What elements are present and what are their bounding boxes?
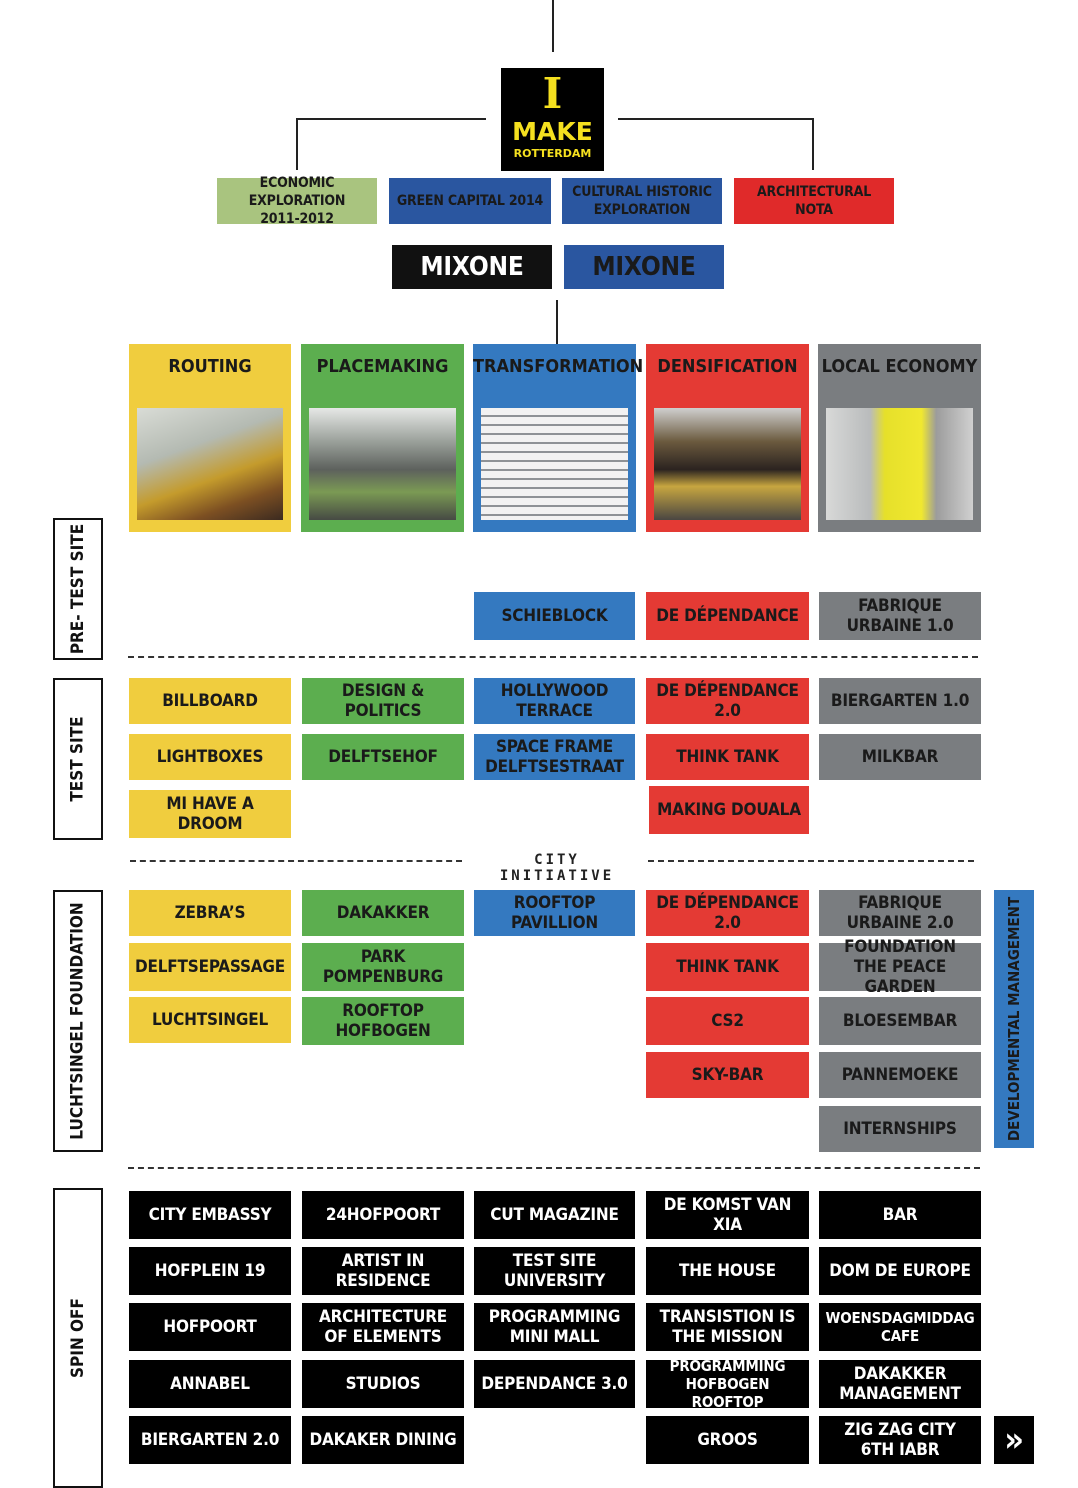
theme-densification: DENSIFICATION <box>646 344 809 532</box>
mixone-blue: MIXONE <box>564 245 724 289</box>
item-de-dependance: DE DÉPENDANCE <box>646 592 809 640</box>
spin-dakakker-management: DAKAKKER MANAGEMENT <box>819 1360 981 1408</box>
routing-photo <box>137 408 283 520</box>
theme-routing: ROUTING <box>129 344 291 532</box>
item-rooftop-pavillion: ROOFTOP PAVILLION <box>474 890 635 936</box>
logo-rotterdam: ROTTERDAM <box>513 147 592 160</box>
spin-programming-hofbogen-rooftop: PROGRAMMING HOFBOGEN ROOFTOP <box>646 1357 809 1411</box>
item-pannemoeke: PANNEMOEKE <box>819 1052 981 1098</box>
item-billboard: BILLBOARD <box>129 678 291 724</box>
item-rooftop-hofbogen: ROOFTOP HOFBOGEN <box>302 997 464 1045</box>
divider-pre-test <box>128 656 978 658</box>
spin-zig-zag-city: ZIG ZAG CITY 6TH IABR <box>819 1416 981 1464</box>
item-sky-bar: SKY-BAR <box>646 1052 809 1098</box>
item-internships: INTERNSHIPS <box>819 1106 981 1152</box>
logo-make: MAKE <box>512 117 593 146</box>
divider-city-left <box>130 860 462 862</box>
placemaking-photo <box>309 408 456 520</box>
city-initiative-label: CITY INITIATIVE <box>499 852 615 884</box>
i-make-rotterdam-logo: I MAKE ROTTERDAM <box>501 68 604 171</box>
item-space-frame: SPACE FRAME DELFTSESTRAAT <box>474 734 635 780</box>
source-economic-exploration: ECONOMIC EXPLORATION 2011-2012 <box>217 175 377 227</box>
spin-hofplein-19: HOFPLEIN 19 <box>129 1247 291 1295</box>
spin-transistion-is-the-mission: TRANSISTION IS THE MISSION <box>646 1303 809 1351</box>
spin-studios: STUDIOS <box>302 1360 464 1408</box>
spin-architecture-of-elements: ARCHITECTURE OF ELEMENTS <box>302 1303 464 1351</box>
next-arrow-icon[interactable]: » <box>994 1416 1034 1464</box>
spin-programming-mini-mall: PROGRAMMING MINI MALL <box>474 1303 635 1351</box>
item-think-tank-foundation: THINK TANK <box>646 943 809 991</box>
spin-groos: GROOS <box>646 1416 809 1464</box>
logo-i: I <box>542 69 563 118</box>
item-dakakker: DAKAKKER <box>302 890 464 936</box>
densification-photo <box>654 408 801 520</box>
item-making-douala: MAKING DOUALA <box>649 786 809 834</box>
spin-dependance-3: DEPENDANCE 3.0 <box>474 1360 635 1408</box>
mixone-connector-line <box>556 300 558 344</box>
phase-pre-test-site: PRE- TEST SITE <box>53 518 103 660</box>
mixone-black: MIXONE <box>392 245 552 289</box>
spin-test-site-university: TEST SITE UNIVERSITY <box>474 1247 635 1295</box>
spin-biergarten-2: BIERGARTEN 2.0 <box>129 1416 291 1464</box>
left-branch-v <box>296 118 298 170</box>
item-de-dependance-2-test: DE DÉPENDANCE 2.0 <box>646 678 809 724</box>
theme-placemaking: PLACEMAKING <box>301 344 464 532</box>
phase-test-site: TEST SITE <box>53 678 103 840</box>
item-schieblock: SCHIEBLOCK <box>474 592 635 640</box>
item-luchtsingel: LUCHTSINGEL <box>129 997 291 1043</box>
item-cs2: CS2 <box>646 997 809 1045</box>
spin-cut-magazine: CUT MAGAZINE <box>474 1191 635 1239</box>
item-milkbar: MILKBAR <box>819 734 981 780</box>
item-lightboxes: LIGHTBOXES <box>129 734 291 780</box>
item-foundation-peace-garden: FOUNDATION THE PEACE GARDEN <box>819 937 981 997</box>
spin-annabel: ANNABEL <box>129 1360 291 1408</box>
source-green-capital: GREEN CAPITAL 2014 <box>389 178 551 224</box>
right-branch-v <box>812 118 814 170</box>
spin-24hofpoort: 24HOFPOORT <box>302 1191 464 1239</box>
top-connector-line <box>552 0 554 52</box>
developmental-management-bar: DEVELOPMENTAL MANAGEMENT <box>994 890 1034 1148</box>
spin-artist-in-residence: ARTIST IN RESIDENCE <box>302 1247 464 1295</box>
spin-dakaker-dining: DAKAKER DINING <box>302 1416 464 1464</box>
divider-city-right <box>648 860 974 862</box>
transformation-photo <box>481 408 628 520</box>
left-branch-h <box>296 118 486 120</box>
item-fabrique-urbaine-2: FABRIQUE URBAINE 2.0 <box>819 890 981 936</box>
item-design-politics: DESIGN & POLITICS <box>302 678 464 724</box>
source-architectural-nota: ARCHITECTURAL NOTA <box>734 178 894 224</box>
spin-bar: BAR <box>819 1191 981 1239</box>
item-fabrique-urbaine-1: FABRIQUE URBAINE 1.0 <box>819 592 981 640</box>
item-delftsepassage: DELFTSEPASSAGE <box>129 943 291 991</box>
phase-spin-off: SPIN OFF <box>53 1188 103 1488</box>
item-think-tank-test: THINK TANK <box>646 734 809 780</box>
spin-hofpoort: HOFPOORT <box>129 1303 291 1351</box>
spin-city-embassy: CITY EMBASSY <box>129 1191 291 1239</box>
spin-the-house: THE HOUSE <box>646 1247 809 1295</box>
theme-transformation: TRANSFORMATION <box>473 344 643 532</box>
item-hollywood-terrace: HOLLYWOOD TERRACE <box>474 678 635 724</box>
theme-local-economy: LOCAL ECONOMY <box>818 344 981 532</box>
item-de-dependance-2-foundation: DE DÉPENDANCE 2.0 <box>646 890 809 936</box>
spin-dom-de-europe: DOM DE EUROPE <box>819 1247 981 1295</box>
local-economy-photo <box>826 408 973 520</box>
spin-woensdagmiddag-cafe: WOENSDAGMIDDAG CAFE <box>819 1303 981 1351</box>
phase-luchtsingel-foundation: LUCHTSINGEL FOUNDATION <box>53 890 103 1152</box>
item-zebras: ZEBRA’S <box>129 890 291 936</box>
item-delftsehof: DELFTSEHOF <box>302 734 464 780</box>
item-mi-have-a-droom: MI HAVE A DROOM <box>129 790 291 838</box>
item-biergarten-1: BIERGARTEN 1.0 <box>819 678 981 724</box>
item-park-pompenburg: PARK POMPENBURG <box>302 943 464 991</box>
source-cultural-historic: CULTURAL HISTORIC EXPLORATION <box>562 178 722 224</box>
item-bloesembar: BLOESEMBAR <box>819 997 981 1045</box>
divider-foundation <box>128 1167 980 1169</box>
spin-de-komst-van-xia: DE KOMST VAN XIA <box>646 1191 809 1239</box>
right-branch-h <box>618 118 814 120</box>
